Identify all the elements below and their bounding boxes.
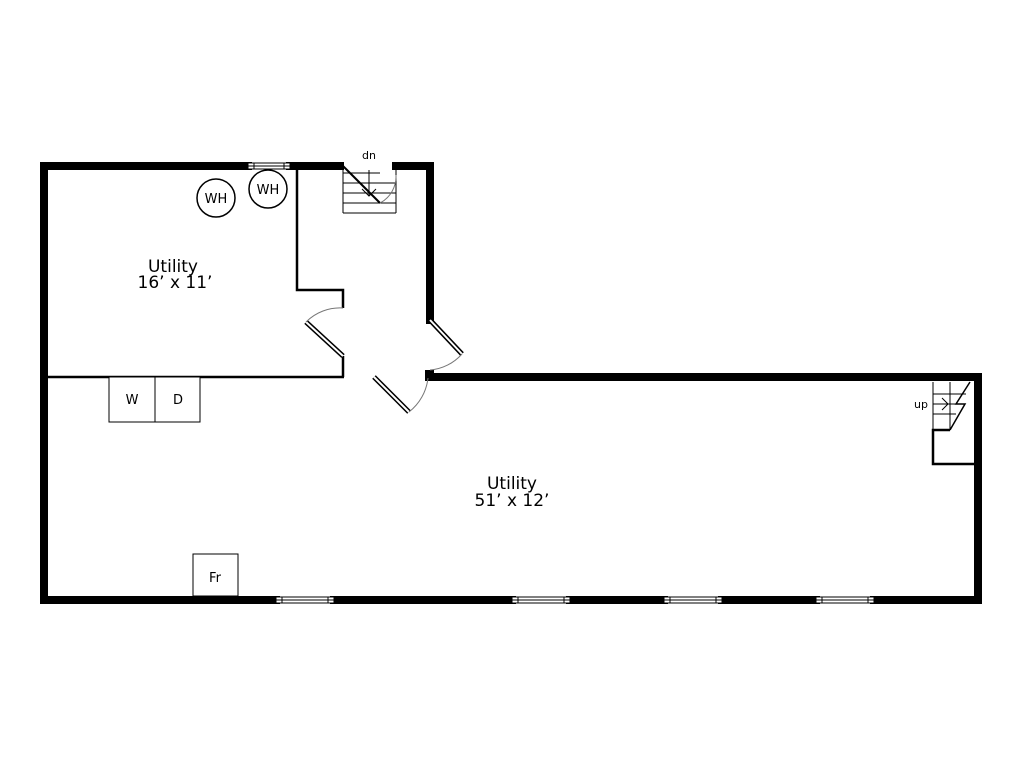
exterior-walls bbox=[40, 162, 982, 604]
water-heater-2-label: WH bbox=[257, 183, 280, 198]
fridge: Fr bbox=[192, 553, 239, 597]
room-lower-utility-dimensions: 51’ x 12’ bbox=[475, 491, 550, 511]
water-heater-2: WH bbox=[248, 169, 288, 209]
window-bottom-1 bbox=[275, 596, 335, 604]
stairs-down-label: dn bbox=[362, 149, 376, 162]
water-heater-1-circle bbox=[196, 178, 236, 218]
room-upper-utility-dimensions: 16’ x 11’ bbox=[138, 273, 213, 293]
dryer-label: D bbox=[173, 393, 183, 408]
washer: W bbox=[108, 376, 156, 423]
door-upper-utility bbox=[304, 307, 345, 358]
dryer: D bbox=[154, 376, 201, 423]
room-upper-utility: Utility 16’ x 11’ bbox=[138, 257, 213, 293]
window-bottom-2 bbox=[511, 596, 571, 604]
window-top bbox=[247, 162, 291, 170]
doors bbox=[304, 307, 464, 414]
water-heater-2-circle bbox=[248, 169, 288, 209]
stairs-up-label: up bbox=[914, 398, 928, 411]
window-bottom-4 bbox=[815, 596, 875, 604]
door-exterior bbox=[428, 318, 464, 371]
fridge-label: Fr bbox=[209, 571, 222, 586]
washer-label: W bbox=[126, 393, 139, 408]
room-upper-utility-name: Utility bbox=[148, 257, 198, 277]
stairs-down bbox=[342, 165, 397, 214]
wall-hall bbox=[295, 166, 345, 308]
water-heater-1: WH bbox=[196, 178, 236, 218]
window-bottom-3 bbox=[663, 596, 723, 604]
door-jamb bbox=[425, 370, 434, 381]
room-lower-utility-name: Utility bbox=[487, 474, 537, 494]
stairs-up bbox=[931, 381, 978, 466]
room-lower-utility: Utility 51’ x 12’ bbox=[475, 474, 550, 511]
water-heater-1-label: WH bbox=[205, 192, 228, 207]
windows bbox=[247, 162, 875, 604]
door-lower-utility bbox=[372, 375, 429, 414]
